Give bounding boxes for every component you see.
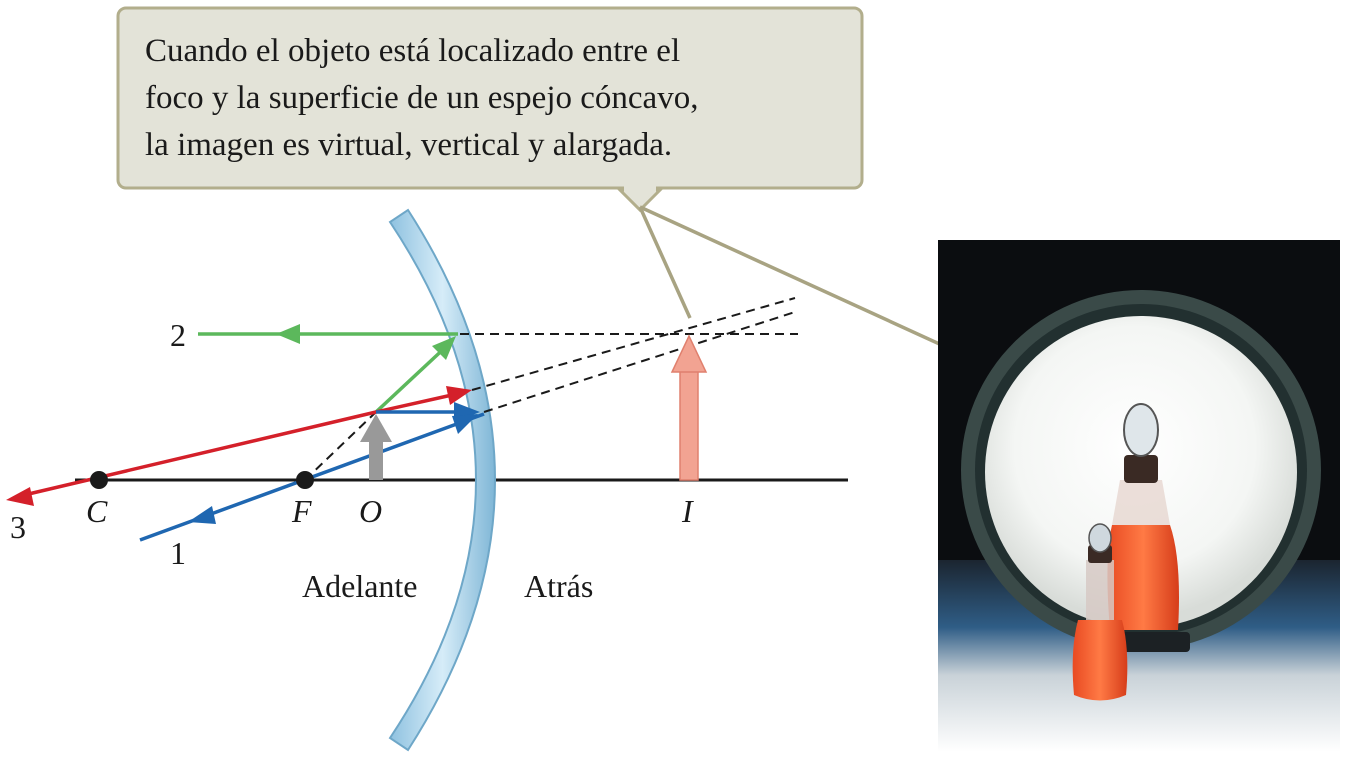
label-o: O (359, 493, 382, 529)
label-ray-3: 3 (10, 509, 26, 545)
callout-background (116, 6, 864, 190)
center-of-curvature-point (90, 471, 108, 489)
ray-1-arrowhead-mid (452, 414, 478, 434)
ray-3-arrowhead-out (6, 487, 34, 506)
callout-box (116, 6, 864, 213)
label-ray-1: 1 (170, 535, 186, 571)
mirror-photo (938, 240, 1340, 752)
label-f: F (291, 493, 312, 529)
ray-1-arrowhead-out (188, 506, 216, 524)
focal-point (296, 471, 314, 489)
label-back: Atrás (524, 568, 593, 604)
label-c: C (86, 493, 108, 529)
image-arrow (670, 334, 708, 481)
ray-2-arrowhead-out (276, 324, 300, 344)
callout-text: Cuando el objeto está localizado entre e… (145, 33, 699, 163)
callout-leader-to-image (638, 206, 692, 319)
ray-2 (198, 332, 458, 414)
ray-3-arrowhead-in (446, 386, 472, 405)
virtual-ray-extensions (304, 297, 798, 481)
ray-3 (19, 393, 453, 498)
object-arrow (360, 414, 392, 480)
concave-mirror (388, 208, 496, 752)
label-ray-2: 2 (170, 317, 186, 353)
label-i: I (681, 493, 694, 529)
ray-2-arrowhead-in (432, 336, 456, 360)
label-front: Adelante (302, 568, 418, 604)
